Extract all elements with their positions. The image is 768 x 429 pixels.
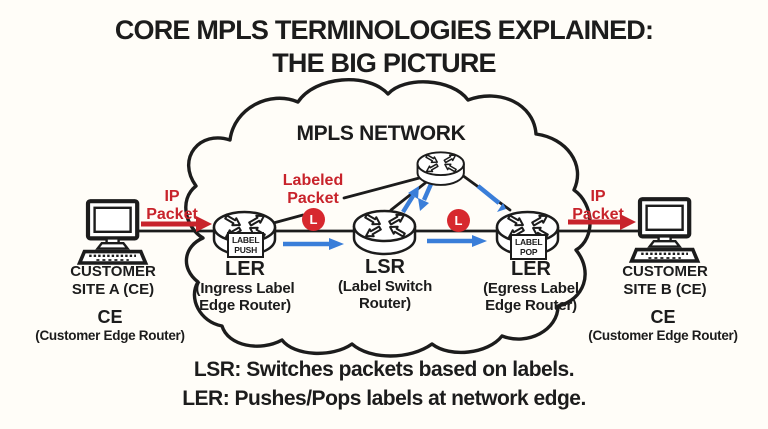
lsr-label: LSR	[365, 256, 405, 278]
lsr-router-icon	[352, 209, 417, 256]
legend: LSR: Switches packets based on labels. L…	[182, 356, 586, 414]
label-push-box: LABEL PUSH	[227, 232, 265, 259]
label-pop-box: LABEL POP	[510, 234, 548, 261]
page-title: CORE MPLS TERMINOLOGIES EXPLAINED: THE B…	[114, 14, 654, 80]
customer-site-a-label: CUSTOMER SITE A (CE)	[70, 263, 156, 298]
ce-b-description: (Customer Edge Router)	[588, 328, 738, 343]
ip-packet-arrow-left	[141, 216, 212, 232]
ler1-core-link-segment-2	[342, 175, 425, 200]
labeled-packet-label: Labeled Packet	[282, 172, 344, 207]
mpls-network-label: MPLS NETWORK	[296, 122, 466, 145]
ce-a-acronym: CE	[97, 307, 123, 327]
ip-packet-label-right: IP Packet	[572, 188, 624, 223]
title-line-1: CORE MPLS TERMINOLOGIES EXPLAINED:	[114, 15, 654, 45]
ler-egress-description: (Egress Label Edge Router)	[483, 280, 579, 315]
customer-b-computer-icon	[632, 199, 698, 261]
legend-ler-line: LER: Pushes/Pops labels at network edge.	[182, 386, 586, 410]
lsr-core-link	[389, 178, 431, 212]
lsr-description: (Label Switch Router)	[337, 278, 433, 313]
legend-lsr-line: LSR: Switches packets based on labels.	[193, 358, 575, 381]
ler-egress-label: LER	[511, 258, 551, 280]
blue-arrow-core-to-lsr	[418, 183, 434, 211]
blue-arrow-ler1-to-lsr	[283, 238, 344, 250]
ler-ingress-description: (Ingress Label Edge Router)	[195, 280, 295, 315]
label-badge-left: L	[302, 208, 325, 231]
core-router-icon	[416, 151, 465, 186]
ler-ingress-label: LER	[225, 258, 265, 280]
ce-a-description: (Customer Edge Router)	[35, 328, 185, 343]
ip-packet-arrow-right	[568, 214, 636, 230]
ce-b-acronym: CE	[650, 307, 676, 327]
customer-site-b-label: CUSTOMER SITE B (CE)	[622, 263, 708, 298]
customer-a-computer-icon	[80, 201, 146, 263]
label-badge-right: L	[447, 209, 470, 232]
ip-packet-label-left: IP Packet	[146, 188, 198, 223]
blue-arrow-lsr-to-core	[401, 186, 419, 214]
title-line-2: THE BIG PICTURE	[272, 47, 496, 78]
blue-arrow-core-to-ler2	[476, 184, 506, 212]
blue-arrow-lsr-to-ler2	[427, 235, 487, 247]
